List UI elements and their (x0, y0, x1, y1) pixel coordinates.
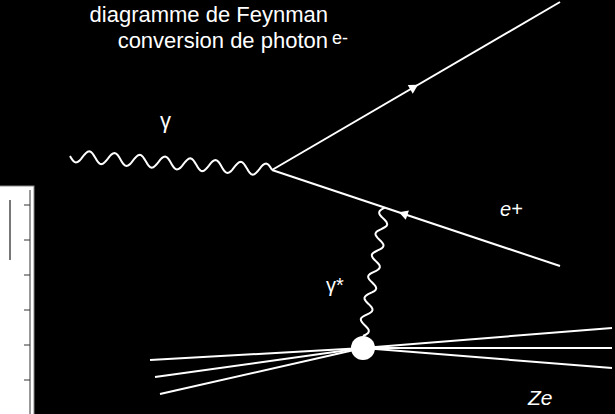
particle-label: e- (332, 28, 348, 49)
positron-line (272, 170, 560, 266)
electron-arrow (408, 85, 418, 94)
electron-line (272, 2, 560, 170)
nucleus-line (150, 348, 363, 360)
virtual-photon-line (361, 208, 387, 336)
particle-label: e+ (500, 198, 523, 221)
particle-label: Ze (528, 386, 553, 410)
positron-arrow (399, 210, 409, 219)
particle-label: γ* (326, 274, 344, 297)
nucleus-line (155, 348, 363, 377)
diagram-title: diagramme de Feynman conversion de photo… (36, 2, 328, 54)
interaction-blob (351, 336, 375, 360)
photon-line (70, 151, 272, 174)
partial-plot (0, 186, 34, 414)
nucleus-line (363, 347, 612, 349)
nucleus-line (160, 348, 363, 394)
nucleus-line (363, 328, 612, 348)
nucleus-line (363, 348, 612, 368)
particle-label: γ (160, 108, 171, 133)
